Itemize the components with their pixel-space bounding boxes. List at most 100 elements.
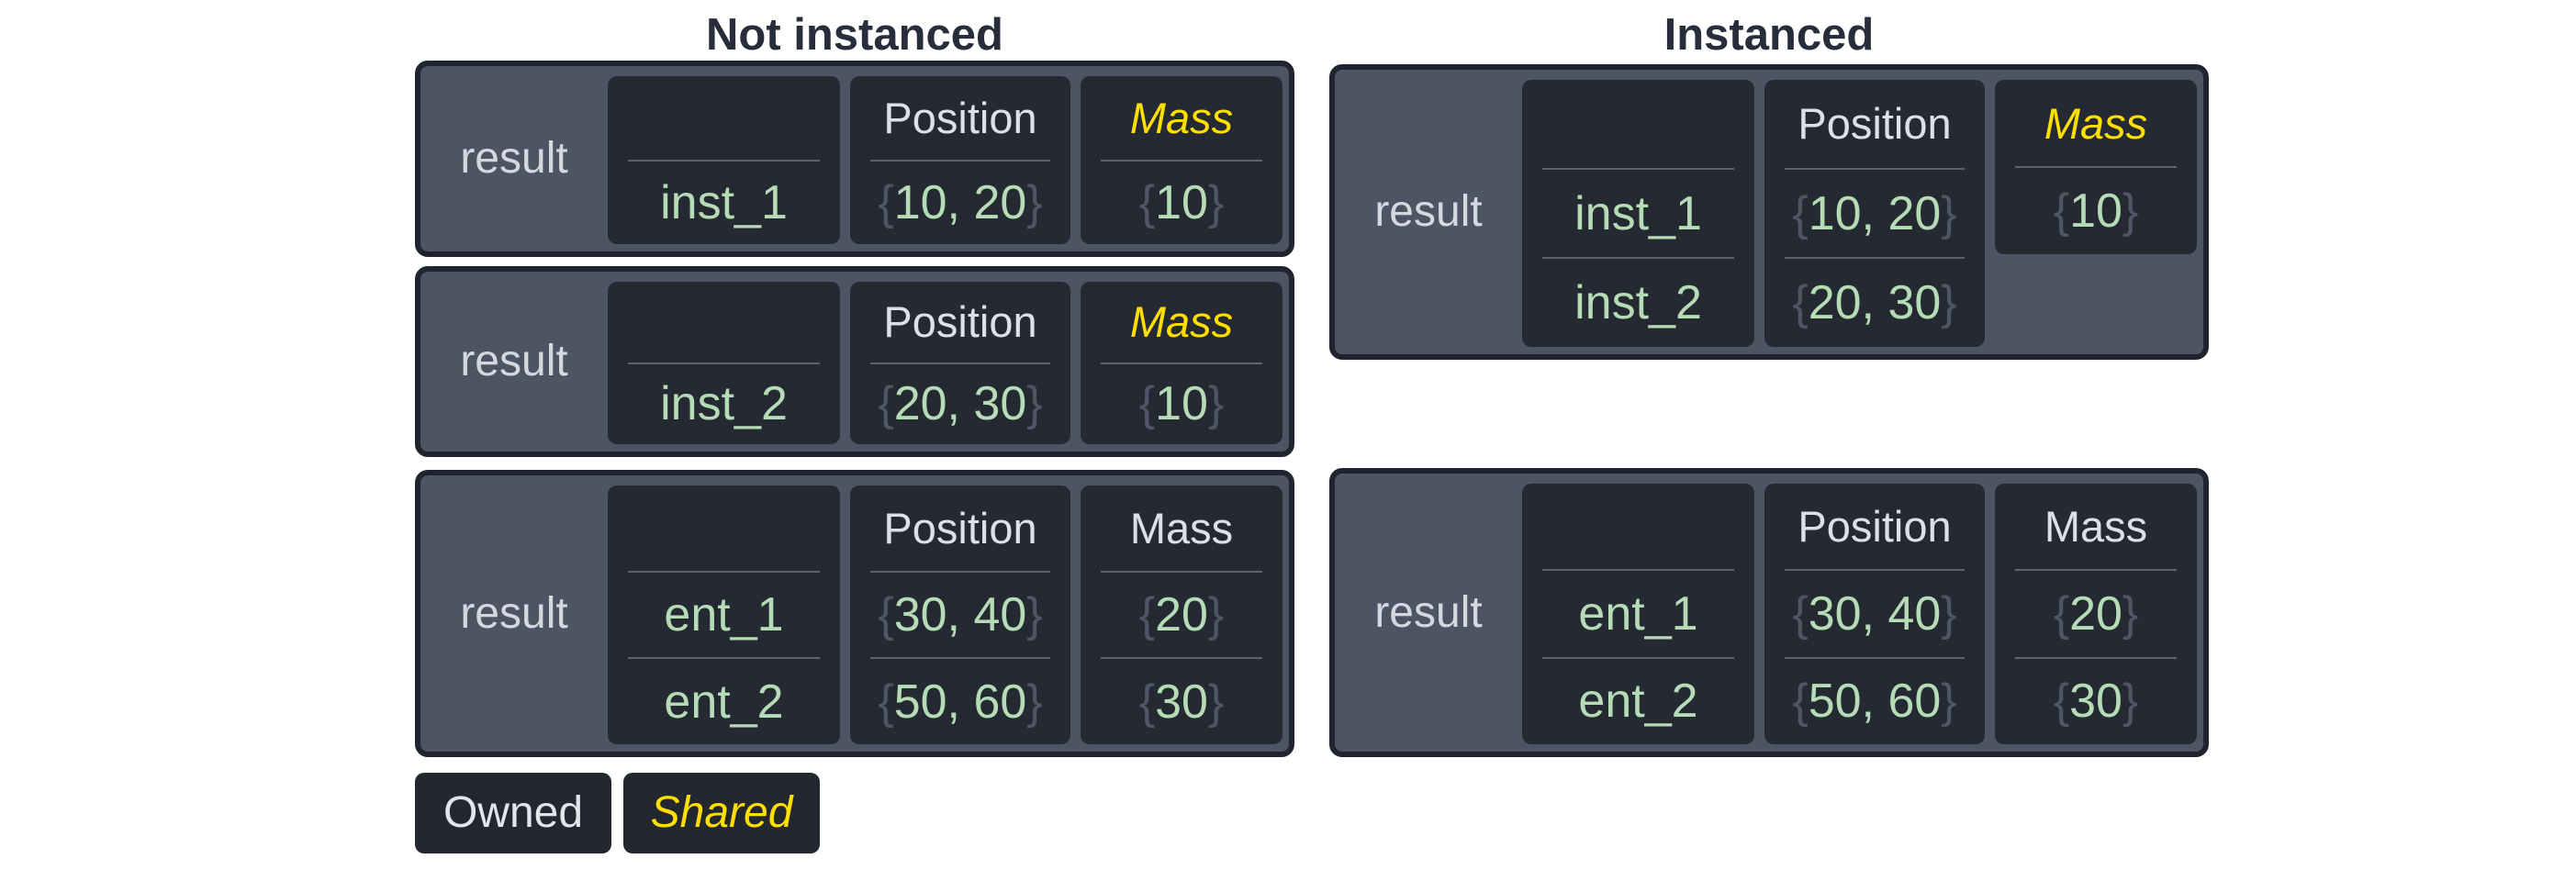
cell-divider [628,657,820,660]
cell-divider [1785,569,1965,572]
cell-divider [1542,257,1734,260]
close-brace: } [1026,588,1043,641]
close-brace: } [2122,586,2139,641]
value-text: 10 [2069,184,2122,238]
cell-divider [628,570,820,573]
entity-name: ent_1 [664,588,784,641]
legend-shared-label: Shared [623,773,820,853]
section-title-not-instanced: Not instanced [706,10,1003,60]
open-brace: { [1792,276,1809,330]
open-brace: { [1138,175,1156,229]
cell-divider [1101,570,1262,573]
cell-divider [1101,362,1262,364]
component-column-position: Position {20, 30} [850,282,1070,444]
column-header: Position [883,297,1037,347]
component-value: {10} [1081,162,1282,245]
cell-divider [1785,257,1965,260]
open-brace: { [1792,675,1809,729]
legend: Owned Shared [415,773,820,853]
value-text: 10, 20 [893,175,1027,229]
table-cells: inst_2 Position {20, 30}Mass{10} [608,272,1289,452]
component-column-position: Position {10, 20} {20, 30} [1764,80,1985,347]
close-brace: } [1026,175,1043,229]
open-brace: { [878,588,894,641]
value-text: 10, 20 [1808,186,1942,240]
entity-name: inst_1 [1574,186,1702,240]
close-brace: } [1207,175,1225,229]
component-value: {10} [1995,168,2197,254]
cell-divider [1785,167,1965,170]
column-header [1522,80,1754,168]
entity-name: inst_2 [660,377,788,431]
component-column-position: Position {10, 20} [850,76,1070,244]
component-column-mass: Mass{10} [1081,282,1282,444]
component-value: {20, 30} [850,364,1070,445]
result-label: result [1374,587,1483,637]
entity-name: ent_2 [1578,675,1698,729]
component-value: {10} [1081,364,1282,445]
value-text: 20, 30 [893,377,1027,431]
open-brace: { [1138,377,1156,431]
cell-divider [1542,167,1734,170]
result-label: result [460,134,568,183]
open-brace: { [878,377,894,431]
result-box-not-instanced-2: result inst_2 Position {20, 30}Mass{10} [415,266,1294,457]
value-text: 50, 60 [1808,675,1942,729]
value-text: 30 [2069,675,2122,729]
cell-divider [1101,657,1262,660]
column-header [608,76,840,160]
value-text: 50, 60 [893,675,1027,729]
cell-divider [870,159,1050,162]
open-brace: { [2053,184,2070,238]
value-text: 30, 40 [1808,586,1942,641]
component-value: {20} [1995,571,2197,656]
open-brace: { [878,175,894,229]
component-value: {10, 20} [850,162,1070,245]
cell-divider [870,362,1050,364]
column-header [1522,484,1754,569]
column-header: Position [883,503,1037,552]
component-value: {30, 40} [850,573,1070,658]
component-value: {10, 20} [1764,170,1985,258]
result-label: result [1374,187,1483,236]
close-brace: } [1207,675,1225,729]
open-brace: { [2053,586,2070,641]
result-label: result [460,337,568,385]
cell-divider [1542,569,1734,572]
entity-name: ent_1 [1578,586,1698,641]
cell-divider [628,159,820,162]
value-text: 20 [1155,588,1208,641]
component-column-position: Position {30, 40}{50, 60} [850,485,1070,744]
close-brace: } [1207,588,1225,641]
cell-divider [2015,166,2177,168]
component-value: {50, 60} [1764,659,1985,744]
entity-name: inst_2 [1574,276,1702,330]
component-value: {30, 40} [1764,571,1985,656]
component-column-mass: Mass {20}{30} [1995,484,2197,744]
entity-name-column: inst_2 [608,282,840,444]
column-header: Mass [1129,503,1234,552]
cell-divider [1542,656,1734,659]
result-label: result [460,588,568,638]
close-brace: } [1941,675,1957,729]
component-column-position: Position{30, 40}{50, 60} [1764,484,1985,744]
result-box-instanced-1: result inst_1 inst_2 Position {10, 20} {20, 3… [1329,64,2209,360]
entity-name-column: inst_1 [608,76,840,244]
component-column-mass: Mass{10} [1081,76,1282,244]
close-brace: } [1941,276,1957,330]
column-header: Mass [2044,502,2148,552]
value-text: 20, 30 [1808,276,1942,330]
value-text: 10 [1155,175,1208,229]
component-value: {30} [1995,659,2197,744]
close-brace: } [2122,184,2139,238]
value-text: 30 [1155,675,1208,729]
close-brace: } [1026,675,1043,729]
column-header: Position [883,93,1037,142]
column-header: Position [1798,99,1952,149]
